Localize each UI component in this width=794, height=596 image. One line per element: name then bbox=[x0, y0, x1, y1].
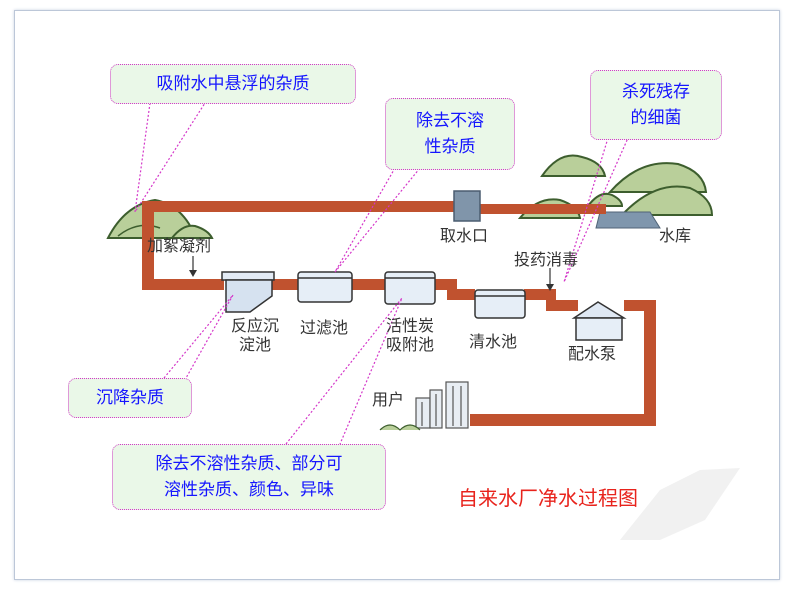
label-settling-line2: 淀池 bbox=[238, 335, 271, 354]
intake-icon bbox=[453, 190, 481, 222]
callout-filter-line2: 性杂质 bbox=[424, 137, 476, 157]
callout-kill: 杀死残存 的细菌 bbox=[590, 70, 722, 140]
callout-carbon-line2: 溶性杂质、颜色、异味 bbox=[164, 480, 334, 500]
label-intake: 取水口 bbox=[440, 226, 489, 245]
callout-kill-line2: 的细菌 bbox=[630, 108, 682, 128]
label-coagulant: 加絮凝剂 bbox=[147, 236, 212, 255]
page-title: 自来水厂净水过程图 bbox=[458, 486, 638, 510]
callout-filter-line1: 除去不溶 bbox=[416, 111, 484, 131]
callout-carbon: 除去不溶性杂质、部分可 溶性杂质、颜色、异味 bbox=[112, 444, 386, 510]
user-buildings-icon bbox=[379, 381, 469, 431]
pipeline bbox=[142, 201, 656, 426]
callout-pointers bbox=[134, 102, 629, 445]
filter-tank-icon bbox=[297, 271, 353, 303]
callout-adsorb: 吸附水中悬浮的杂质 bbox=[110, 64, 356, 104]
callout-adsorb-text: 吸附水中悬浮的杂质 bbox=[156, 74, 310, 94]
settling-tank-icon bbox=[221, 271, 275, 313]
label-disinfect: 投药消毒 bbox=[514, 250, 579, 269]
carbon-tank-icon bbox=[384, 271, 436, 305]
label-carbon-line1: 活性炭 bbox=[385, 316, 434, 335]
label-user: 用户 bbox=[372, 390, 405, 409]
clear-water-tank-icon bbox=[474, 289, 526, 319]
label-carbon-tank: 活性炭 吸附池 bbox=[374, 316, 446, 354]
label-settling-line1: 反应沉 bbox=[230, 316, 279, 335]
callout-kill-line1: 杀死残存 bbox=[622, 82, 690, 102]
callout-carbon-line1: 除去不溶性杂质、部分可 bbox=[155, 454, 343, 474]
callout-settle-text: 沉降杂质 bbox=[96, 388, 164, 408]
label-reservoir: 水库 bbox=[659, 226, 692, 245]
label-settling-tank: 反应沉 淀池 bbox=[220, 316, 290, 354]
label-clear-tank: 清水池 bbox=[469, 332, 518, 351]
watermark-logo-icon bbox=[620, 468, 740, 540]
pump-house-icon bbox=[571, 301, 627, 341]
label-filter-tank: 过滤池 bbox=[300, 318, 349, 337]
label-pump: 配水泵 bbox=[568, 344, 617, 363]
callout-settle: 沉降杂质 bbox=[68, 378, 192, 418]
callout-filter: 除去不溶 性杂质 bbox=[385, 98, 515, 170]
disinfect-arrow-icon bbox=[546, 268, 554, 291]
label-carbon-line2: 吸附池 bbox=[385, 335, 434, 354]
reservoir-icon bbox=[595, 211, 661, 229]
coagulant-arrow-icon bbox=[189, 256, 197, 277]
